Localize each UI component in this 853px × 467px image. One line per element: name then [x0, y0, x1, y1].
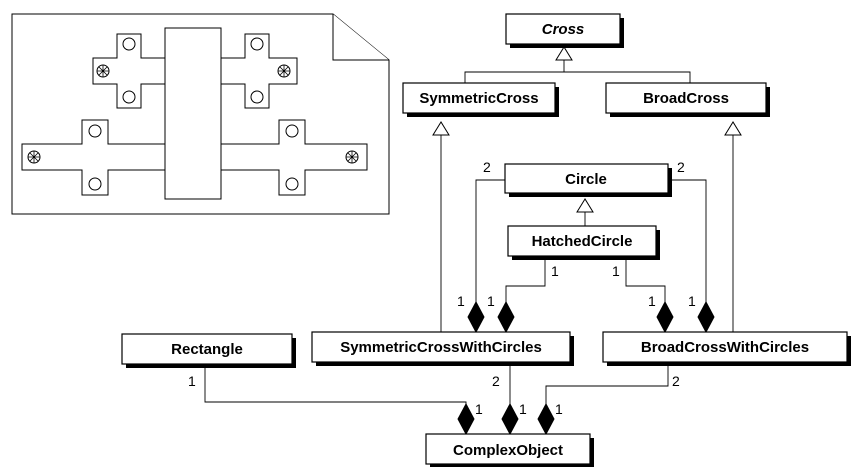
class-symmetric-cross[interactable]: SymmetricCross [402, 82, 559, 117]
class-rectangle[interactable]: Rectangle [121, 333, 296, 368]
composition-diamond-complex-symmetric [501, 402, 519, 436]
class-hatched-circle[interactable]: HatchedCircle [507, 225, 660, 260]
class-circle-label: Circle [565, 171, 607, 188]
multiplicity-label: 2 [483, 159, 491, 175]
class-broad-cross[interactable]: BroadCross [605, 82, 770, 117]
generalization-broad-to-cross [564, 71, 691, 85]
multiplicity-label: 1 [475, 401, 483, 417]
multiplicity-label: 1 [188, 373, 196, 389]
generalization-arrow-cross [555, 46, 573, 61]
class-complex-object-label: ComplexObject [453, 442, 563, 459]
generalization-arrow-symmetric-cross [432, 121, 450, 136]
illustration-circles [88, 37, 299, 191]
illustration-rectangle [164, 27, 222, 200]
class-symmetric-cross-label: SymmetricCross [419, 90, 538, 107]
multiplicity-label: 2 [492, 373, 500, 389]
class-symmetric-cross-with-circles[interactable]: SymmetricCrossWithCircles [311, 331, 574, 366]
composition-circle-symmetric [475, 179, 505, 302]
illustration-symmetric-cross-left [92, 33, 166, 109]
multiplicity-label: 1 [688, 293, 696, 309]
class-circle[interactable]: Circle [504, 163, 672, 197]
multiplicity-label: 1 [648, 293, 656, 309]
class-cross[interactable]: Cross [505, 13, 624, 48]
multiplicity-label: 1 [519, 401, 527, 417]
composition-diamond-complex-broad [537, 402, 555, 436]
illustration-hatched-circles [27, 64, 359, 164]
class-hatched-circle-label: HatchedCircle [532, 233, 633, 250]
composition-broad-complex [545, 366, 669, 410]
composition-diamond-symmetric-circle [467, 300, 485, 334]
composition-diamond-broad-hatched [656, 300, 674, 334]
class-cross-label: Cross [542, 21, 585, 38]
class-broad-cross-with-circles[interactable]: BroadCrossWithCircles [602, 331, 851, 366]
composition-hatched-broad [625, 258, 666, 302]
class-broad-cross-label: BroadCross [643, 90, 729, 107]
multiplicity-label: 1 [457, 293, 465, 309]
illustration-broad-cross-left [21, 119, 166, 196]
illustration-symmetric-cross-right [220, 33, 298, 109]
composition-diamond-complex-rectangle [457, 402, 475, 436]
multiplicity-label: 2 [672, 373, 680, 389]
composition-hatched-symmetric [505, 258, 546, 302]
illustration-broad-cross-right [220, 119, 368, 196]
generalization-arrow-circle [576, 198, 594, 213]
class-broad-cross-with-circles-label: BroadCrossWithCircles [641, 339, 809, 356]
illustration-note [11, 13, 390, 215]
class-rectangle-label: Rectangle [171, 341, 243, 358]
multiplicity-label: 1 [612, 263, 620, 279]
composition-rectangle-complex [204, 368, 467, 410]
generalization-symmetric-to-cross [464, 60, 565, 85]
multiplicity-labels: 2 2 1 1 1 1 1 1 1 2 2 1 1 1 [188, 159, 696, 417]
composition-diamond-broad-circle [697, 300, 715, 334]
class-symmetric-cross-with-circles-label: SymmetricCrossWithCircles [340, 339, 542, 356]
class-complex-object[interactable]: ComplexObject [425, 433, 594, 467]
generalization-arrow-broad-cross [724, 121, 742, 136]
multiplicity-label: 1 [487, 293, 495, 309]
multiplicity-label: 2 [677, 159, 685, 175]
composition-diamond-symmetric-hatched [497, 300, 515, 334]
multiplicity-label: 1 [551, 263, 559, 279]
connectors [204, 46, 742, 436]
multiplicity-label: 1 [555, 401, 563, 417]
composition-circle-broad [668, 179, 707, 302]
